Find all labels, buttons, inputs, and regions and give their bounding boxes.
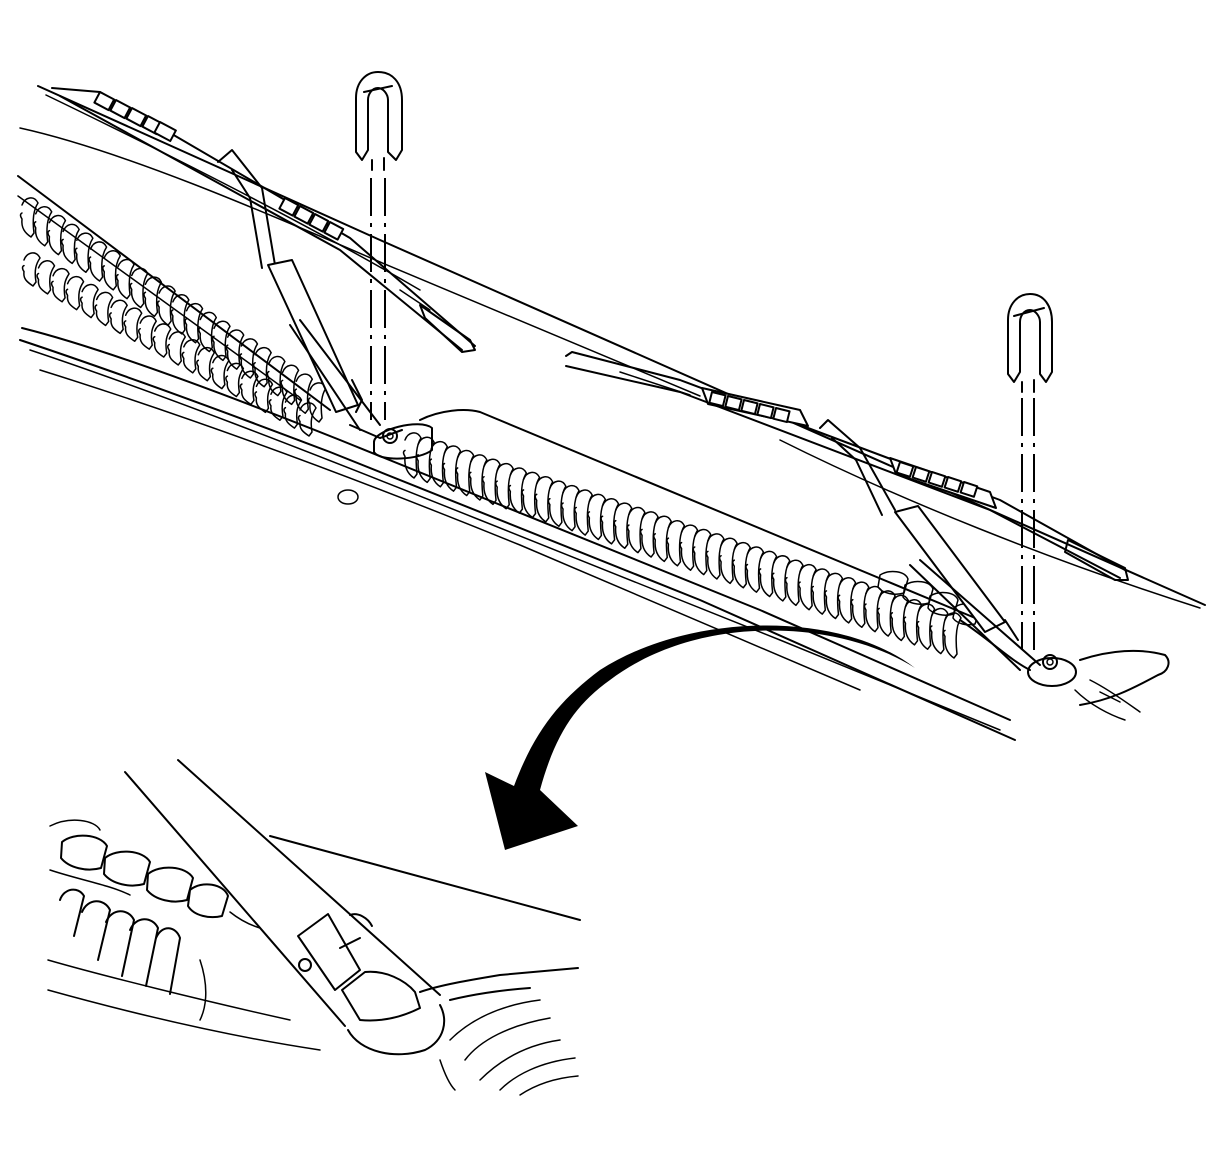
- vent-slat: [170, 294, 190, 335]
- left-wiper-arm: [217, 149, 403, 439]
- vent-slat: [679, 524, 699, 571]
- vent-slat: [129, 267, 149, 309]
- vent-slat: [123, 307, 143, 343]
- vent-slat: [21, 252, 41, 287]
- vent-slat: [283, 394, 303, 429]
- detail-view-arrow: [485, 625, 915, 850]
- vent-slat: [652, 515, 672, 563]
- vent-slat: [534, 476, 554, 523]
- vent-slat: [468, 454, 488, 501]
- vent-slat: [254, 378, 274, 414]
- vent-slat: [903, 599, 923, 646]
- vent-slat: [297, 402, 317, 437]
- vent-slat: [239, 338, 259, 379]
- vent-slat: [94, 291, 114, 327]
- vent-slat: [88, 241, 108, 282]
- vent-slat: [268, 386, 288, 421]
- left-arm-retaining-clip: [355, 71, 403, 420]
- vent-slat: [692, 528, 712, 576]
- vent-slat: [824, 572, 844, 620]
- vent-slat: [560, 484, 580, 532]
- vent-slat: [79, 283, 99, 319]
- vent-slat: [239, 370, 259, 406]
- vent-slat: [494, 462, 514, 510]
- vent-slat: [455, 449, 475, 497]
- vent-slat: [626, 506, 646, 554]
- vent-slat: [415, 436, 435, 484]
- vent-slat: [196, 346, 216, 382]
- vent-slat: [50, 268, 70, 303]
- vent-slat: [573, 489, 593, 536]
- vent-slat: [521, 471, 541, 519]
- detail-inset: [47, 759, 581, 1096]
- vent-slat: [402, 432, 422, 479]
- vent-slat: [942, 612, 962, 659]
- vent-slat: [108, 299, 128, 335]
- vent-slat: [210, 354, 230, 390]
- cowl-vent-slats-left: [19, 197, 327, 437]
- vent-slat: [47, 214, 67, 256]
- vent-slat: [152, 323, 172, 358]
- cowl-vent-slats-center: [402, 432, 962, 659]
- vent-slat: [732, 542, 752, 589]
- vent-slat: [33, 206, 53, 247]
- vent-slat: [211, 320, 231, 362]
- vent-slat: [137, 315, 157, 350]
- vent-slat: [745, 546, 765, 593]
- vent-slat: [837, 577, 857, 624]
- vent-slat: [850, 581, 870, 629]
- vent-slat: [266, 355, 286, 397]
- vent-slat: [547, 480, 567, 528]
- vent-slat: [639, 511, 659, 558]
- vent-slat: [115, 258, 135, 300]
- vent-slat: [280, 364, 300, 406]
- vent-slat: [587, 493, 607, 541]
- vent-slat: [252, 347, 272, 388]
- vent-slat: [143, 276, 163, 318]
- right-wiper-blade: [565, 351, 1129, 581]
- vent-slat: [167, 331, 187, 366]
- vent-slat: [758, 550, 778, 598]
- vent-slat: [198, 311, 218, 353]
- vent-slat: [156, 285, 176, 326]
- vent-slat: [600, 498, 620, 545]
- vent-slat: [508, 467, 528, 514]
- vent-slat: [784, 559, 804, 607]
- windshield-cowl: [17, 175, 1170, 741]
- left-pivot-nut: [373, 423, 433, 460]
- vent-slat: [225, 362, 245, 398]
- vent-slat: [19, 197, 39, 238]
- vent-slat: [811, 568, 831, 615]
- right-arm-retaining-clip: [1007, 293, 1053, 650]
- vent-slat: [929, 607, 949, 655]
- right-wiper-arm: [819, 419, 1041, 671]
- left-wiper-blade: [51, 87, 476, 353]
- vent-slat: [442, 445, 462, 492]
- vent-slat: [102, 250, 122, 291]
- vent-slat: [74, 232, 94, 273]
- vent-slat: [613, 502, 633, 549]
- vent-slat: [797, 563, 817, 611]
- vent-slat: [916, 603, 936, 650]
- vent-slat: [771, 555, 791, 602]
- vent-slat: [294, 373, 314, 414]
- vent-slat: [225, 329, 245, 370]
- vent-slat: [876, 590, 896, 637]
- vent-slat: [705, 533, 725, 580]
- vent-slat: [65, 275, 85, 311]
- vent-slat: [60, 223, 80, 265]
- vent-slat: [718, 537, 738, 585]
- vent-slat: [429, 441, 449, 488]
- right-pivot-nut: [1027, 654, 1077, 687]
- vent-slat: [181, 339, 201, 374]
- vent-slat: [890, 594, 910, 642]
- vent-slat: [666, 520, 686, 567]
- vent-slat: [481, 458, 501, 506]
- vent-slat: [36, 260, 56, 295]
